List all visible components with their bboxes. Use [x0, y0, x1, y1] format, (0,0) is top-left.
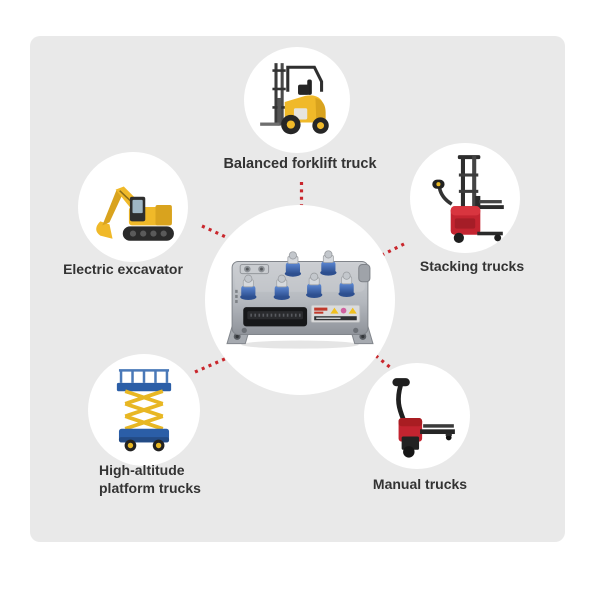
- node-manual-trucks: [364, 363, 470, 469]
- warning-triangle-icon: [348, 307, 357, 314]
- motor-controller-image: [226, 250, 374, 349]
- node-stacking-trucks: [410, 143, 520, 253]
- power-terminals: [240, 250, 355, 300]
- label-high-altitude-platform-trucks: High-altitude platform trucks: [99, 461, 259, 497]
- label-balanced-forklift-truck: Balanced forklift truck: [223, 156, 377, 172]
- brand-text-mark: [314, 307, 328, 311]
- forklift-icon: [260, 63, 329, 135]
- warning-circle-icon: [340, 307, 347, 314]
- node-motor-controller: [205, 205, 395, 395]
- pallet-truck-icon: [392, 378, 455, 458]
- stacker-icon: [432, 155, 504, 243]
- label-line-1: High-altitude: [99, 462, 185, 478]
- warning-triangle-icon: [330, 307, 339, 314]
- controller-shadow: [241, 340, 359, 349]
- product-label: [310, 304, 361, 323]
- pin-connector: [243, 307, 308, 327]
- label-stacking-trucks: Stacking trucks: [419, 258, 525, 274]
- label-manual-trucks: Manual trucks: [372, 476, 468, 492]
- node-electric-excavator: [78, 152, 188, 262]
- excavator-icon: [96, 186, 174, 241]
- busbar-bracket: [239, 264, 270, 275]
- scissor-lift-icon: [116, 369, 172, 452]
- node-balanced-forklift-truck: [244, 47, 350, 153]
- label-electric-excavator: Electric excavator: [63, 261, 183, 277]
- label-line-2: platform trucks: [99, 480, 201, 496]
- rubber-plug: [358, 264, 371, 283]
- node-high-altitude-platform-trucks: [88, 354, 200, 466]
